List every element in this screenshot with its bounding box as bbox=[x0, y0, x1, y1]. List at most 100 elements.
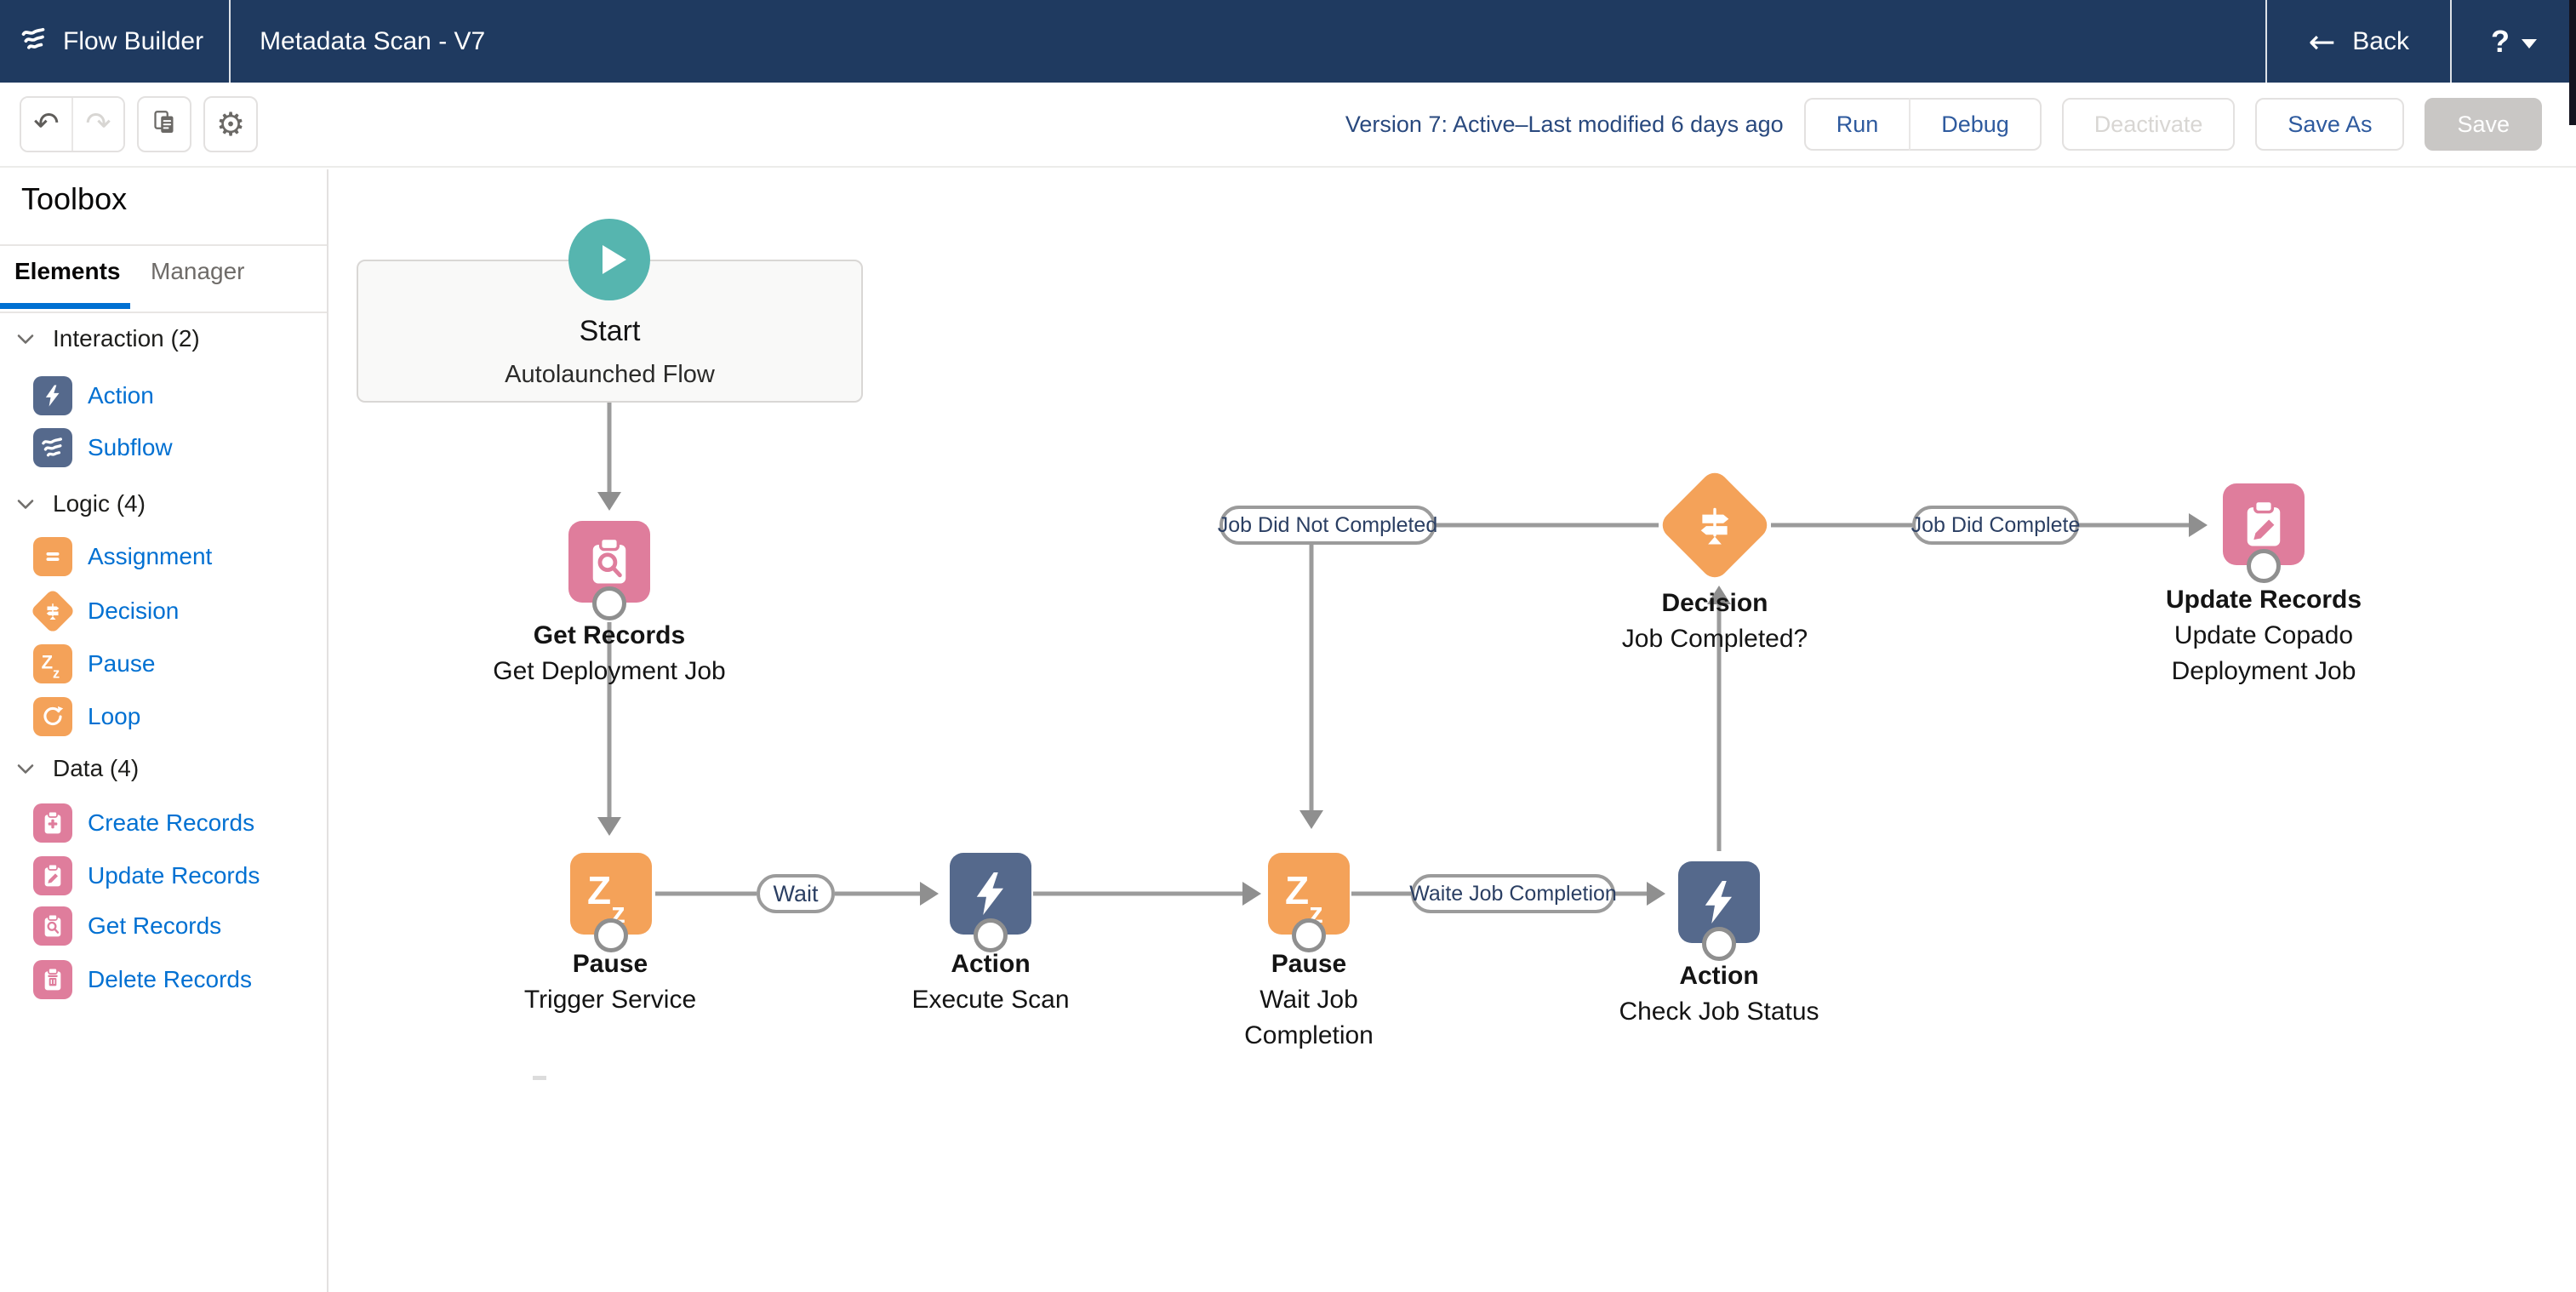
chevron-down-icon bbox=[2522, 39, 2537, 49]
header-divider bbox=[2265, 0, 2268, 83]
save-button[interactable]: Save bbox=[2425, 98, 2542, 151]
create-records-icon bbox=[33, 803, 72, 843]
tab-manager[interactable]: Manager bbox=[151, 258, 245, 284]
connector-port[interactable] bbox=[1292, 918, 1326, 952]
sidebar-item-get-records[interactable]: Get Records bbox=[33, 906, 221, 946]
section-label: Logic (4) bbox=[53, 490, 146, 517]
connector-port[interactable] bbox=[592, 586, 626, 620]
section-logic[interactable]: Logic (4) bbox=[17, 489, 146, 518]
help-icon: ? bbox=[2491, 23, 2510, 59]
connector-label-wait[interactable]: Wait bbox=[757, 874, 835, 913]
get-records-icon[interactable] bbox=[568, 521, 650, 620]
loop-icon bbox=[33, 697, 72, 736]
flow-settings-button[interactable]: ⚙ bbox=[203, 96, 258, 152]
debug-button[interactable]: Debug bbox=[1909, 98, 2042, 151]
play-icon bbox=[603, 245, 626, 274]
connector-port[interactable] bbox=[2247, 549, 2281, 583]
node-type-label: Pause bbox=[1271, 950, 1347, 978]
node-type-label: Pause bbox=[572, 950, 648, 978]
divider bbox=[0, 244, 327, 246]
node-label: Pause Wait Job Completion bbox=[1215, 946, 1402, 1054]
flow-toolbar: ↶ ↷ bbox=[0, 83, 2576, 168]
node-label: Action Execute Scan bbox=[837, 946, 1144, 1018]
node-label: Decision Job Completed? bbox=[1587, 586, 1842, 657]
node-start[interactable] bbox=[568, 219, 650, 300]
undo-icon: ↶ bbox=[33, 106, 60, 141]
node-type-label: Decision bbox=[1661, 589, 1768, 617]
node-name-label: Check Job Status bbox=[1619, 998, 1819, 1026]
header-divider bbox=[2450, 0, 2452, 83]
section-label: Interaction (2) bbox=[53, 325, 200, 352]
node-type-label: Action bbox=[1679, 962, 1759, 990]
sidebar-item-loop[interactable]: Loop bbox=[33, 697, 140, 736]
svg-text:Z: Z bbox=[587, 868, 611, 912]
section-interaction[interactable]: Interaction (2) bbox=[17, 324, 200, 353]
pause-icon[interactable]: Z z bbox=[570, 853, 652, 952]
sidebar-item-label: Delete Records bbox=[88, 966, 252, 992]
get-records-icon bbox=[33, 906, 72, 946]
redo-button[interactable]: ↷ bbox=[71, 98, 123, 151]
node-name-label: Trigger Service bbox=[523, 986, 697, 1014]
connector-port[interactable] bbox=[974, 918, 1008, 952]
connector-port[interactable] bbox=[594, 918, 628, 952]
window-edge-strip bbox=[2569, 0, 2576, 125]
help-menu-button[interactable]: ? bbox=[2452, 0, 2576, 83]
version-status-text: Version 7: Active–Last modified 6 days a… bbox=[1345, 111, 1784, 137]
node-job-completed-decision[interactable] bbox=[1657, 467, 1773, 583]
node-type-label: Action bbox=[951, 950, 1031, 978]
connector-label-job-did-complete[interactable]: Job Did Complete bbox=[1911, 506, 2080, 545]
undo-button[interactable]: ↶ bbox=[21, 98, 71, 151]
section-label: Data (4) bbox=[53, 755, 140, 781]
sidebar-item-label: Subflow bbox=[88, 434, 173, 460]
copy-elements-button[interactable] bbox=[137, 96, 191, 152]
divider bbox=[0, 312, 327, 313]
chevron-down-icon bbox=[17, 763, 34, 774]
header-divider bbox=[229, 0, 231, 83]
run-button[interactable]: Run bbox=[1803, 98, 1910, 151]
node-name-label: Wait Job Completion bbox=[1244, 986, 1374, 1049]
node-label: Update Records Update Copado Deployment … bbox=[2132, 582, 2396, 689]
sidebar-item-delete-records[interactable]: Delete Records bbox=[33, 960, 252, 999]
back-arrow-icon: ← bbox=[2308, 22, 2336, 60]
start-title: Start bbox=[579, 315, 641, 347]
subflow-icon bbox=[33, 428, 72, 467]
undo-redo-group: ↶ ↷ bbox=[20, 96, 125, 152]
save-as-button[interactable]: Save As bbox=[2255, 98, 2405, 151]
sidebar-item-label: Update Records bbox=[88, 862, 260, 889]
update-records-icon[interactable] bbox=[2223, 483, 2305, 583]
delete-records-icon bbox=[33, 960, 72, 999]
node-type-label: Update Records bbox=[2165, 586, 2362, 614]
connector-label-waite-job-completion[interactable]: Waite Job Completion bbox=[1409, 874, 1617, 913]
sidebar-item-decision[interactable]: Decision bbox=[30, 588, 179, 634]
node-update-copado-deployment-job[interactable] bbox=[2223, 483, 2305, 583]
node-check-job-status[interactable] bbox=[1678, 861, 1760, 961]
section-data[interactable]: Data (4) bbox=[17, 754, 139, 783]
node-label: Action Check Job Status bbox=[1566, 958, 1872, 1030]
sidebar-item-label: Action bbox=[88, 382, 154, 409]
action-icon[interactable] bbox=[1678, 861, 1760, 961]
sidebar-item-assignment[interactable]: Assignment bbox=[33, 537, 212, 576]
update-records-icon bbox=[33, 856, 72, 895]
node-wait-job-completion[interactable]: Z z bbox=[1268, 853, 1350, 952]
node-trigger-service[interactable]: Z z bbox=[570, 853, 652, 952]
sidebar-item-update-records[interactable]: Update Records bbox=[33, 856, 260, 895]
sidebar-item-create-records[interactable]: Create Records bbox=[33, 803, 254, 843]
redo-icon: ↷ bbox=[85, 106, 111, 141]
node-get-deployment-job[interactable] bbox=[568, 521, 650, 620]
connector-label-job-did-not-completed[interactable]: Job Did Not Completed bbox=[1218, 506, 1437, 545]
sidebar-item-label: Create Records bbox=[88, 809, 255, 836]
pause-icon[interactable]: Z z bbox=[1268, 853, 1350, 952]
sidebar-item-action[interactable]: Action bbox=[33, 376, 154, 415]
action-icon[interactable] bbox=[950, 853, 1031, 952]
sidebar-item-label: Pause bbox=[88, 650, 156, 677]
sidebar-item-subflow[interactable]: Subflow bbox=[33, 428, 173, 467]
gear-icon: ⚙ bbox=[215, 106, 246, 143]
tab-elements[interactable]: Elements bbox=[14, 258, 121, 284]
flow-title: Metadata Scan - V7 bbox=[260, 26, 486, 55]
connector-port[interactable] bbox=[1702, 927, 1736, 961]
back-button[interactable]: ← Back bbox=[2267, 0, 2450, 83]
node-execute-scan[interactable] bbox=[950, 853, 1031, 952]
deactivate-button[interactable]: Deactivate bbox=[2061, 98, 2236, 151]
sidebar-item-pause[interactable]: Z z Pause bbox=[33, 644, 155, 683]
svg-text:z: z bbox=[53, 666, 60, 681]
